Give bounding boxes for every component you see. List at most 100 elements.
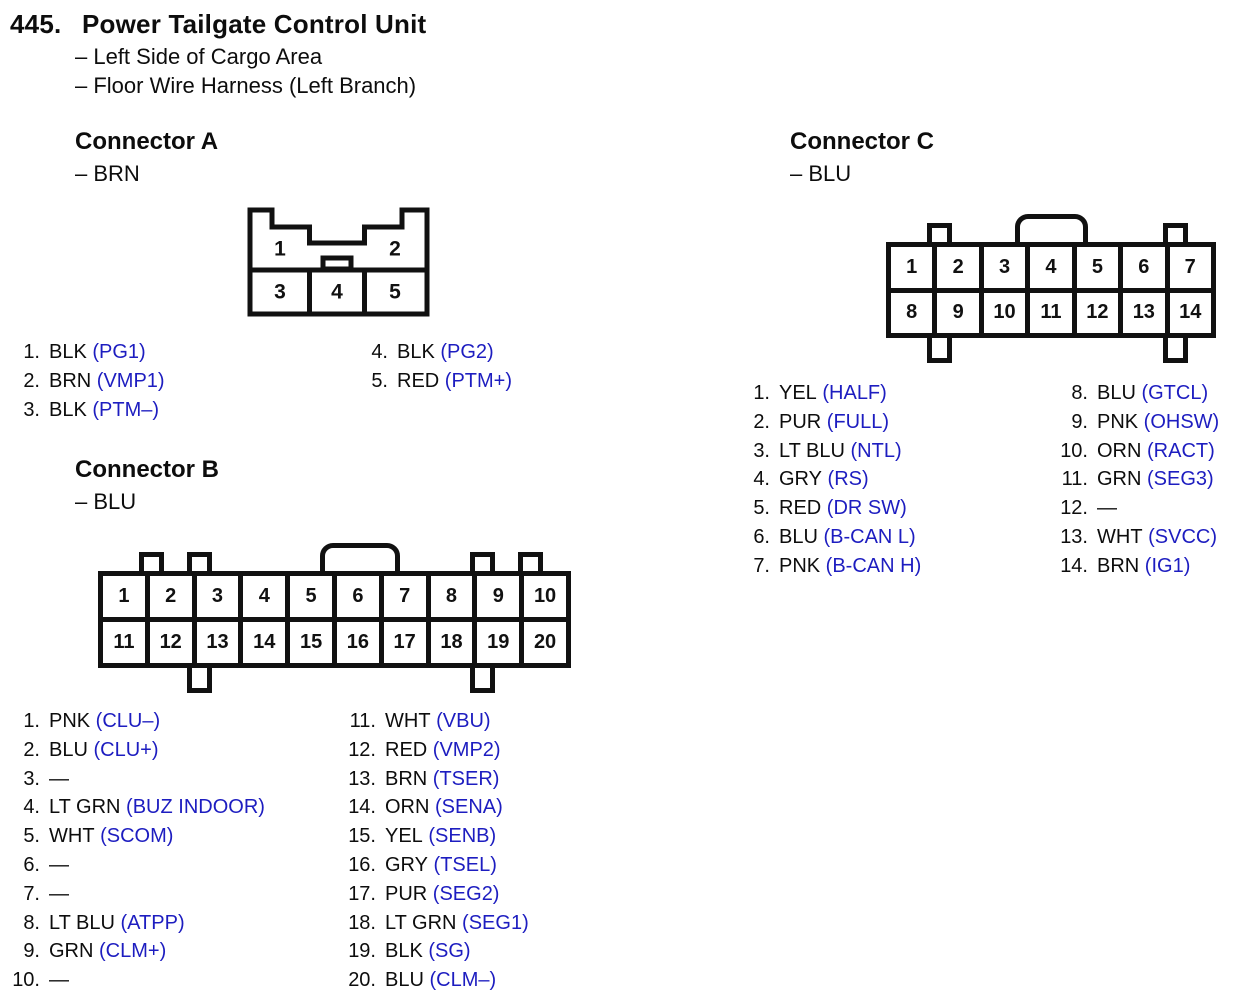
pin-number: 3. bbox=[753, 439, 770, 462]
pin-wire-color: — bbox=[1097, 497, 1117, 520]
pin-wire-color: BLU bbox=[49, 738, 88, 761]
pin-number: 9. bbox=[23, 940, 40, 963]
connector-a-pin-list-right: 4.BLK (PG2)5.RED (PTM+) bbox=[352, 338, 512, 396]
pin-cell: 4 bbox=[238, 576, 285, 617]
pin-row: 12. — bbox=[1052, 494, 1219, 523]
pin-wire-color: GRN bbox=[49, 940, 94, 963]
pin-number: 7. bbox=[23, 882, 40, 905]
connector-c-pin-list-right: 8.BLU (GTCL)9.PNK (OHSW)10.ORN (RACT)11.… bbox=[1052, 379, 1219, 581]
pin-wire-color: WHT bbox=[1097, 525, 1143, 548]
connector-c-pin-list-left: 1.YEL (HALF)2.PUR (FULL)3.LT BLU (NTL)4.… bbox=[734, 379, 921, 581]
pin-cell: 12 bbox=[144, 622, 192, 663]
pin-row: 6. — bbox=[4, 851, 265, 880]
pin-cell: 12 bbox=[1071, 292, 1118, 333]
pin-number: 17. bbox=[348, 882, 376, 905]
pin-row: 14.BRN (IG1) bbox=[1052, 552, 1219, 581]
connector-b-pin-list-right: 11.WHT (VBU)12.RED (VMP2)13.BRN (TSER)14… bbox=[340, 707, 529, 995]
pin-wire-color: PUR bbox=[779, 410, 822, 433]
pin-number: 14. bbox=[1060, 554, 1088, 577]
pin-number: 3. bbox=[23, 398, 40, 421]
pin-number: 8. bbox=[1071, 382, 1088, 404]
pin-cell: 4 bbox=[331, 281, 343, 304]
pin-wire-color: WHT bbox=[49, 825, 95, 848]
pin-cell: 9 bbox=[472, 576, 519, 617]
pin-signal: (SENB) bbox=[422, 825, 497, 848]
pin-signal: (FULL) bbox=[821, 410, 890, 433]
pin-cell: 4 bbox=[1025, 247, 1071, 288]
pin-row: 3. — bbox=[4, 765, 265, 794]
pin-signal: (RACT) bbox=[1141, 439, 1215, 462]
pin-wire-color: GRY bbox=[385, 853, 428, 876]
pin-number: 10. bbox=[12, 969, 40, 992]
pin-cell: 11 bbox=[1025, 292, 1071, 333]
pin-wire-color: PUR bbox=[385, 882, 428, 905]
pin-signal: (BUZ INDOOR) bbox=[120, 796, 265, 819]
pin-signal: (SENA) bbox=[429, 796, 503, 819]
pin-signal: (B-CAN L) bbox=[817, 525, 916, 548]
pin-signal: (ATPP) bbox=[114, 911, 185, 934]
pin-row: 13.BRN (TSER) bbox=[340, 765, 529, 794]
pin-cell: 7 bbox=[378, 576, 426, 617]
pin-cell: 17 bbox=[378, 622, 426, 663]
pin-number: 9. bbox=[1071, 410, 1088, 433]
pin-number: 10. bbox=[1060, 439, 1088, 462]
pin-number: 6. bbox=[23, 853, 40, 876]
connector-c-color-note: – BLU bbox=[790, 161, 852, 186]
pin-wire-color: PNK bbox=[779, 554, 821, 577]
pin-wire-color: — bbox=[49, 853, 69, 876]
pin-cell: 14 bbox=[238, 622, 285, 663]
pin-wire-color: RED bbox=[397, 369, 440, 392]
pin-number: 13. bbox=[1060, 525, 1088, 548]
pin-wire-color: BLU bbox=[1097, 382, 1136, 404]
pin-row: 4.LT GRN (BUZ INDOOR) bbox=[4, 793, 265, 822]
pin-number: 8. bbox=[23, 911, 40, 934]
pin-row: 10.ORN (RACT) bbox=[1052, 437, 1219, 466]
connector-b-pin-list-left: 1.PNK (CLU–)2.BLU (CLU+)3.—4.LT GRN (BUZ… bbox=[4, 707, 265, 995]
pin-cell: 15 bbox=[285, 622, 332, 663]
pin-number: 2. bbox=[23, 369, 40, 392]
pin-cell: 1 bbox=[118, 585, 130, 607]
pin-signal: (NTL) bbox=[844, 439, 902, 462]
pin-cell: 7 bbox=[1164, 247, 1211, 288]
pin-signal: (CLU+) bbox=[87, 738, 159, 761]
connector-c-heading: Connector C bbox=[790, 128, 934, 155]
page-title: Power Tailgate Control Unit bbox=[82, 9, 427, 39]
pin-signal: (GTCL) bbox=[1135, 382, 1209, 404]
pin-number: 12. bbox=[348, 738, 376, 761]
pin-cell: 11 bbox=[113, 631, 135, 653]
pin-wire-color: PNK bbox=[1097, 410, 1139, 433]
pin-row: 6.BLU (B-CAN L) bbox=[734, 523, 921, 552]
pin-row: 9.GRN (CLM+) bbox=[4, 937, 265, 966]
pin-wire-color: BRN bbox=[1097, 554, 1140, 577]
pin-cell: 5 bbox=[285, 576, 332, 617]
pin-wire-color: LT BLU bbox=[49, 911, 115, 934]
connector-a-diagram: 1 2 3 4 5 bbox=[247, 207, 430, 317]
pin-wire-color: LT GRN bbox=[385, 911, 457, 934]
pin-number: 3. bbox=[23, 767, 40, 790]
pin-signal: (B-CAN H) bbox=[820, 554, 922, 577]
pin-number: 16. bbox=[348, 853, 376, 876]
pin-cell: 19 bbox=[472, 622, 519, 663]
pin-number: 18. bbox=[348, 911, 376, 934]
pin-row: 2.BLU (CLU+) bbox=[4, 736, 265, 765]
pin-number: 1. bbox=[753, 382, 770, 404]
pin-wire-color: BLK bbox=[397, 341, 435, 363]
pin-wire-color: GRN bbox=[1097, 468, 1142, 491]
pin-wire-color: BLK bbox=[49, 341, 87, 363]
pin-row: 1.BLK (PG1) bbox=[4, 338, 165, 367]
pin-number: 12. bbox=[1060, 497, 1088, 520]
pin-wire-color: GRY bbox=[779, 468, 822, 491]
pin-row: 3.BLK (PTM–) bbox=[4, 396, 165, 425]
pin-row: 20.BLU (CLM–) bbox=[340, 966, 529, 995]
pin-cell: 2 bbox=[932, 247, 978, 288]
pin-row: 11.WHT (VBU) bbox=[340, 707, 529, 736]
pin-number: 19. bbox=[348, 940, 376, 963]
pin-wire-color: — bbox=[49, 767, 69, 790]
pin-row: 5.RED (PTM+) bbox=[352, 367, 512, 396]
pin-cell: 10 bbox=[519, 576, 566, 617]
